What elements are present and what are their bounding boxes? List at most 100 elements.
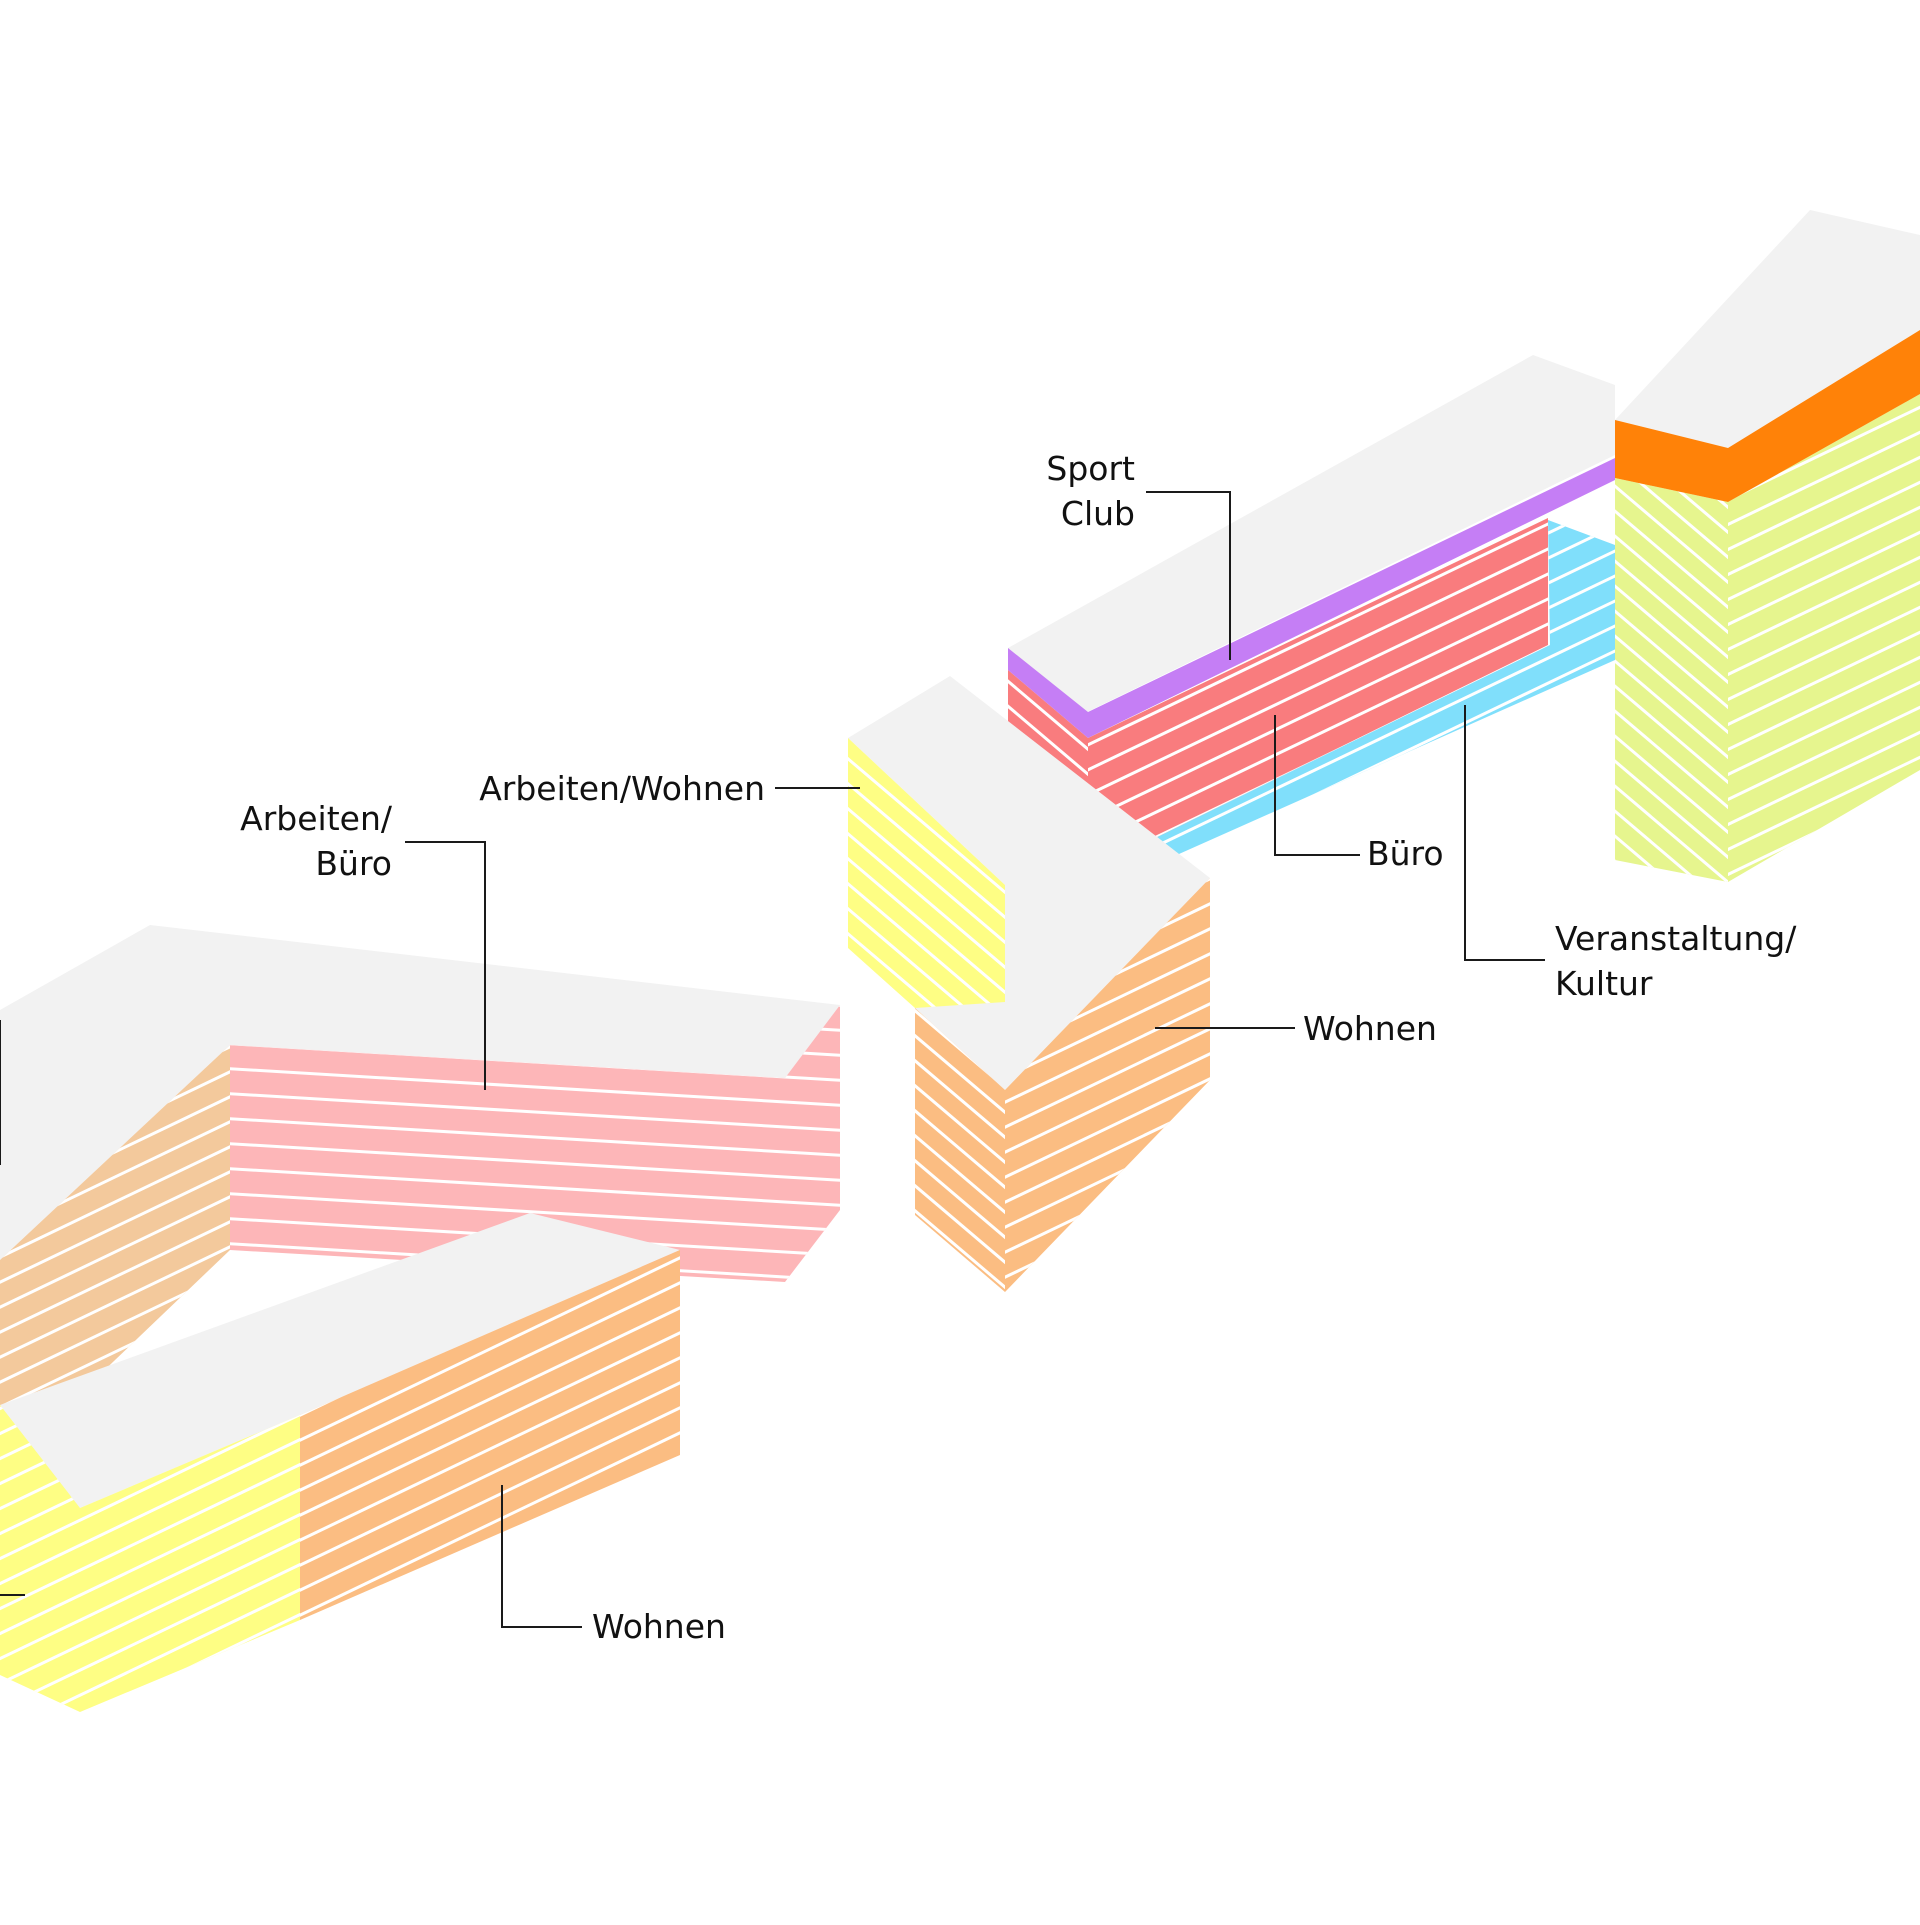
floor-line	[1615, 478, 1728, 563]
floor-line	[1728, 453, 1920, 554]
floor-line	[848, 803, 1005, 948]
facade-buero-front	[1088, 518, 1548, 838]
floor-line	[848, 753, 1005, 898]
floor-line	[1150, 49, 1620, 275]
band-top-orange-left	[1615, 420, 1728, 502]
floor-line	[0, 1510, 300, 1663]
floor-line	[0, 1685, 300, 1712]
floor-line	[0, 794, 235, 909]
floor-line	[1008, 700, 1088, 780]
floor-line	[910, 1357, 1010, 1442]
labels: Sport Club Büro Veranstaltung/ Kultur Ar…	[240, 449, 1797, 1646]
floor-line	[0, 1460, 300, 1613]
floor-line	[0, 1485, 300, 1638]
floor-line	[1728, 753, 1920, 854]
floor-line	[910, 1332, 1010, 1417]
floor-line	[915, 1105, 1005, 1193]
floor-line	[1150, 74, 1620, 300]
floor-line	[1005, 1050, 1210, 1156]
floor-line	[1615, 680, 1728, 788]
floor-line	[300, 1304, 680, 1494]
floor-line	[1728, 678, 1920, 779]
floor-line	[1083, 72, 1553, 298]
floor-line	[0, 819, 235, 934]
floor-line	[915, 1155, 1005, 1243]
floor-line	[300, 1404, 680, 1594]
label-club: Club	[1061, 494, 1135, 533]
floor-line	[1728, 728, 1920, 829]
floor-line	[0, 1243, 230, 1361]
label-arbeiten-wohnen: Arbeiten/Wohnen	[479, 769, 765, 808]
facade-tower-right	[1728, 394, 1920, 882]
floor-line	[295, 1630, 685, 1817]
leader-buero	[1274, 715, 1360, 856]
leader-sport-club	[1146, 491, 1231, 660]
floor-line	[1083, 97, 1553, 323]
floor-line	[1150, 99, 1620, 325]
floor-line	[1005, 1000, 1210, 1106]
floor-line	[1615, 830, 1728, 882]
floor-line	[230, 1191, 840, 1233]
leader-veranstaltung	[1464, 705, 1545, 961]
floor-line	[915, 1180, 1005, 1268]
label-arbeiten: Arbeiten/	[240, 799, 393, 838]
facade-left-tan	[0, 1045, 230, 1470]
floor-line	[0, 1168, 230, 1286]
floor-line	[1728, 503, 1920, 604]
floor-line	[1615, 480, 1728, 588]
facade-left-orange	[300, 1250, 680, 1620]
floor-line	[848, 853, 1005, 998]
label-kultur: Kultur	[1555, 964, 1653, 1003]
label-sport: Sport	[1046, 449, 1135, 488]
label-buero-top: Büro	[1367, 834, 1444, 873]
floor-line	[230, 1141, 840, 1183]
floor-line	[1150, 124, 1620, 350]
floor-line	[910, 1382, 1010, 1467]
floor-line	[230, 1166, 840, 1208]
floor-line	[1615, 555, 1728, 663]
floor-line	[230, 1091, 840, 1133]
leader-lines	[0, 491, 1545, 1628]
floor-line	[1615, 580, 1728, 688]
floor-line	[1150, 149, 1620, 375]
floor-line	[1728, 628, 1920, 729]
floor-line	[1615, 805, 1728, 882]
label-buero-left: Büro	[315, 844, 392, 883]
floor-line	[1615, 730, 1728, 838]
floor-line	[1005, 1250, 1210, 1292]
floor-line	[230, 1116, 840, 1158]
floor-line	[1728, 603, 1920, 704]
block-right	[1008, 49, 1920, 882]
floor-line	[1728, 578, 1920, 679]
floor-line	[1083, 122, 1553, 348]
floor-line	[1728, 553, 1920, 654]
floor-line	[848, 903, 1005, 1008]
floor-line	[1083, 147, 1553, 373]
floor-line	[1000, 1301, 1215, 1404]
floor-line	[230, 1066, 840, 1108]
leader-arbeiten-buero	[405, 841, 486, 1090]
floor-line	[1615, 530, 1728, 638]
floor-line	[300, 1254, 680, 1444]
floor-line	[915, 1030, 1005, 1118]
floor-line	[0, 1710, 300, 1712]
floor-line	[848, 778, 1005, 923]
roof-right-tower	[1615, 210, 1920, 448]
floor-line	[848, 928, 1005, 1008]
leader-wohnen-bottom	[501, 1485, 582, 1628]
facade-tower-left	[1615, 478, 1728, 882]
floor-line	[0, 1218, 230, 1336]
floor-line	[1728, 703, 1920, 804]
floor-line	[1005, 1275, 1210, 1292]
floor-line	[910, 1307, 1010, 1392]
label-veranstaltung: Veranstaltung/	[1555, 919, 1797, 958]
floor-line	[1615, 655, 1728, 763]
floor-line	[1728, 528, 1920, 629]
floor-line	[1728, 478, 1920, 579]
floor-line	[0, 1143, 230, 1261]
floor-line	[1083, 172, 1553, 398]
floor-line	[1615, 630, 1728, 738]
floor-line	[0, 1410, 300, 1563]
facade-middle-orange-right	[1005, 878, 1210, 1292]
